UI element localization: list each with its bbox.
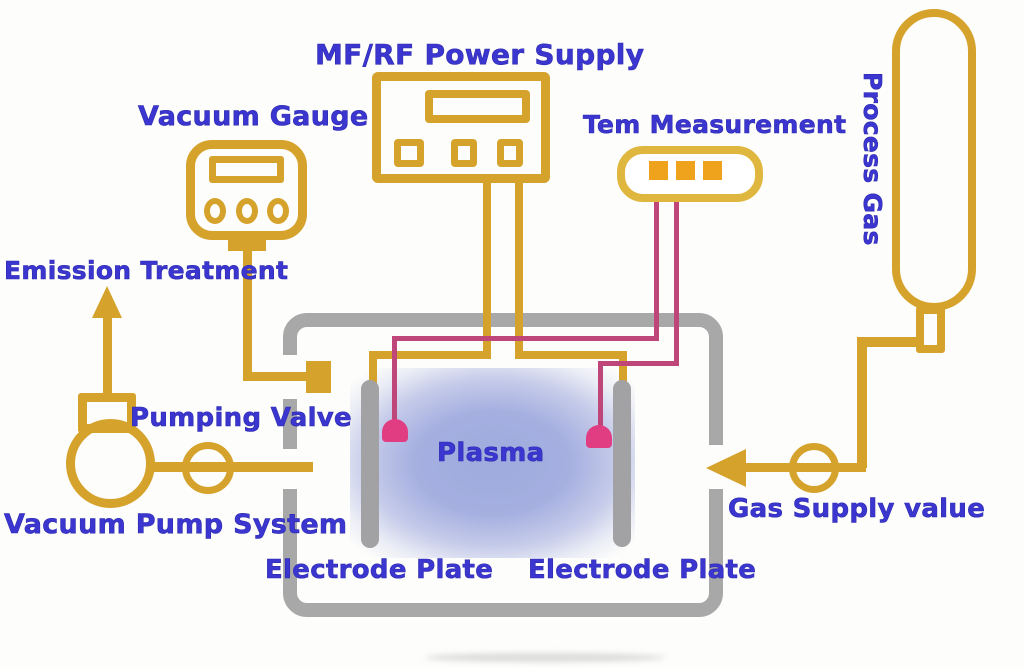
vacuum-gauge-pipe-vertical (243, 249, 252, 379)
gas-cylinder (892, 9, 976, 311)
tem-wire2-horizontal (598, 361, 679, 366)
vacuum-gauge-knob-1 (204, 198, 226, 224)
vacuum-gauge-connector (228, 237, 266, 251)
vacuum-gauge-pipe-horizontal (243, 372, 309, 381)
rf-wire-right-vertical (515, 182, 523, 359)
emission-arrow-shaft (103, 316, 112, 396)
label-vacuum-pump-system: Vacuum Pump System (4, 509, 348, 540)
temp-sensor-right (586, 425, 612, 448)
tem-wire2-drop (598, 361, 603, 429)
vacuum-gauge-knob-2 (236, 198, 258, 224)
tem-wire1-drop (392, 336, 397, 422)
vacuum-gauge-knob-3 (267, 198, 289, 224)
tem-wire1-horizontal (392, 336, 659, 341)
tem-indicator-1 (649, 161, 668, 180)
gas-pipe-vertical (857, 337, 867, 468)
pumping-valve-circle (182, 442, 234, 494)
power-supply-box (372, 72, 550, 183)
rf-wire-right-drop (619, 351, 627, 384)
label-gas-supply-valve: Gas Supply value (728, 494, 986, 524)
label-power-supply: MF/RF Power Supply (315, 38, 645, 71)
vacuum-gauge-body (186, 140, 307, 240)
rf-wire-right-horizontal (515, 351, 627, 359)
emission-arrow-icon (92, 286, 122, 318)
tem-indicator-3 (703, 161, 722, 180)
gas-supply-valve-circle (789, 443, 839, 493)
label-electrode-plate-left: Electrode Plate (265, 555, 494, 585)
label-electrode-plate-right: Electrode Plate (528, 555, 757, 585)
tem-indicator-2 (676, 161, 695, 180)
power-supply-button-1 (394, 139, 424, 167)
label-emission-treatment: Emission Treatment (4, 256, 289, 285)
gas-cylinder-neck (916, 306, 945, 353)
gas-pipe-horizontal (857, 337, 921, 347)
label-pumping-valve: Pumping Valve (130, 403, 352, 433)
power-supply-button-2 (451, 139, 477, 167)
label-process-gas: Process Gas (858, 72, 888, 246)
rf-wire-left-drop (369, 351, 377, 384)
vacuum-gauge-display (209, 156, 284, 183)
power-supply-display (425, 90, 530, 123)
rf-wire-left-vertical (483, 182, 491, 359)
gas-inlet-arrow-icon (706, 449, 746, 487)
tem-wire1-vertical (654, 200, 659, 341)
label-plasma: Plasma (437, 438, 545, 468)
power-supply-button-3 (497, 139, 523, 167)
tem-wire2-vertical (674, 200, 679, 366)
label-vacuum-gauge: Vacuum Gauge (138, 101, 369, 132)
label-tem-measurement: Tem Measurement (583, 110, 847, 139)
electrode-plate-left-shape (361, 380, 379, 548)
gauge-port-block (306, 361, 331, 393)
temp-sensor-left (382, 419, 408, 442)
cylinder-shadow (425, 653, 665, 662)
electrode-plate-right-shape (613, 380, 631, 547)
plasma-glow (350, 368, 635, 558)
rf-wire-left-horizontal (369, 351, 491, 359)
